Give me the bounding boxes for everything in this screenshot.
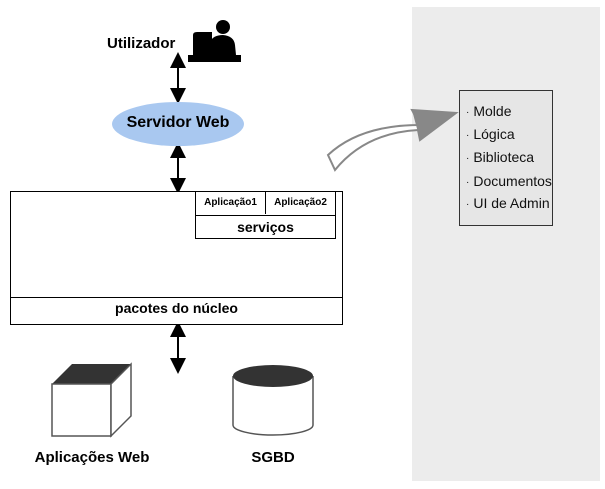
module-item: ·Lógica [466,126,515,142]
dbms-label: SGBD [251,449,295,466]
module-item: ·UI de Admin [466,195,550,211]
user-at-computer-icon [188,20,241,62]
services-block: Aplicação1 Aplicação2 serviços [195,191,336,239]
modules-list: ·Molde ·Lógica ·Biblioteca ·Documentos ·… [459,90,553,226]
module-item: ·Biblioteca [466,149,535,165]
module-item: ·Documentos [466,173,552,189]
core-divider [11,297,342,298]
core-packages-label: pacotes do núcleo [115,300,238,316]
app2-cell: Aplicação2 [274,197,327,208]
web-server-label: Servidor Web [126,114,230,131]
database-cylinder-icon [232,365,314,436]
user-label: Utilizador [107,35,176,52]
web-apps-label: Aplicações Web [34,449,150,466]
web-server-ellipse [112,102,244,146]
module-item: ·Molde [466,103,512,119]
services-label: serviços [196,215,335,238]
modules-detail-panel [412,7,600,481]
app1-cell: Aplicação1 [196,192,266,214]
cube-icon [51,362,132,438]
